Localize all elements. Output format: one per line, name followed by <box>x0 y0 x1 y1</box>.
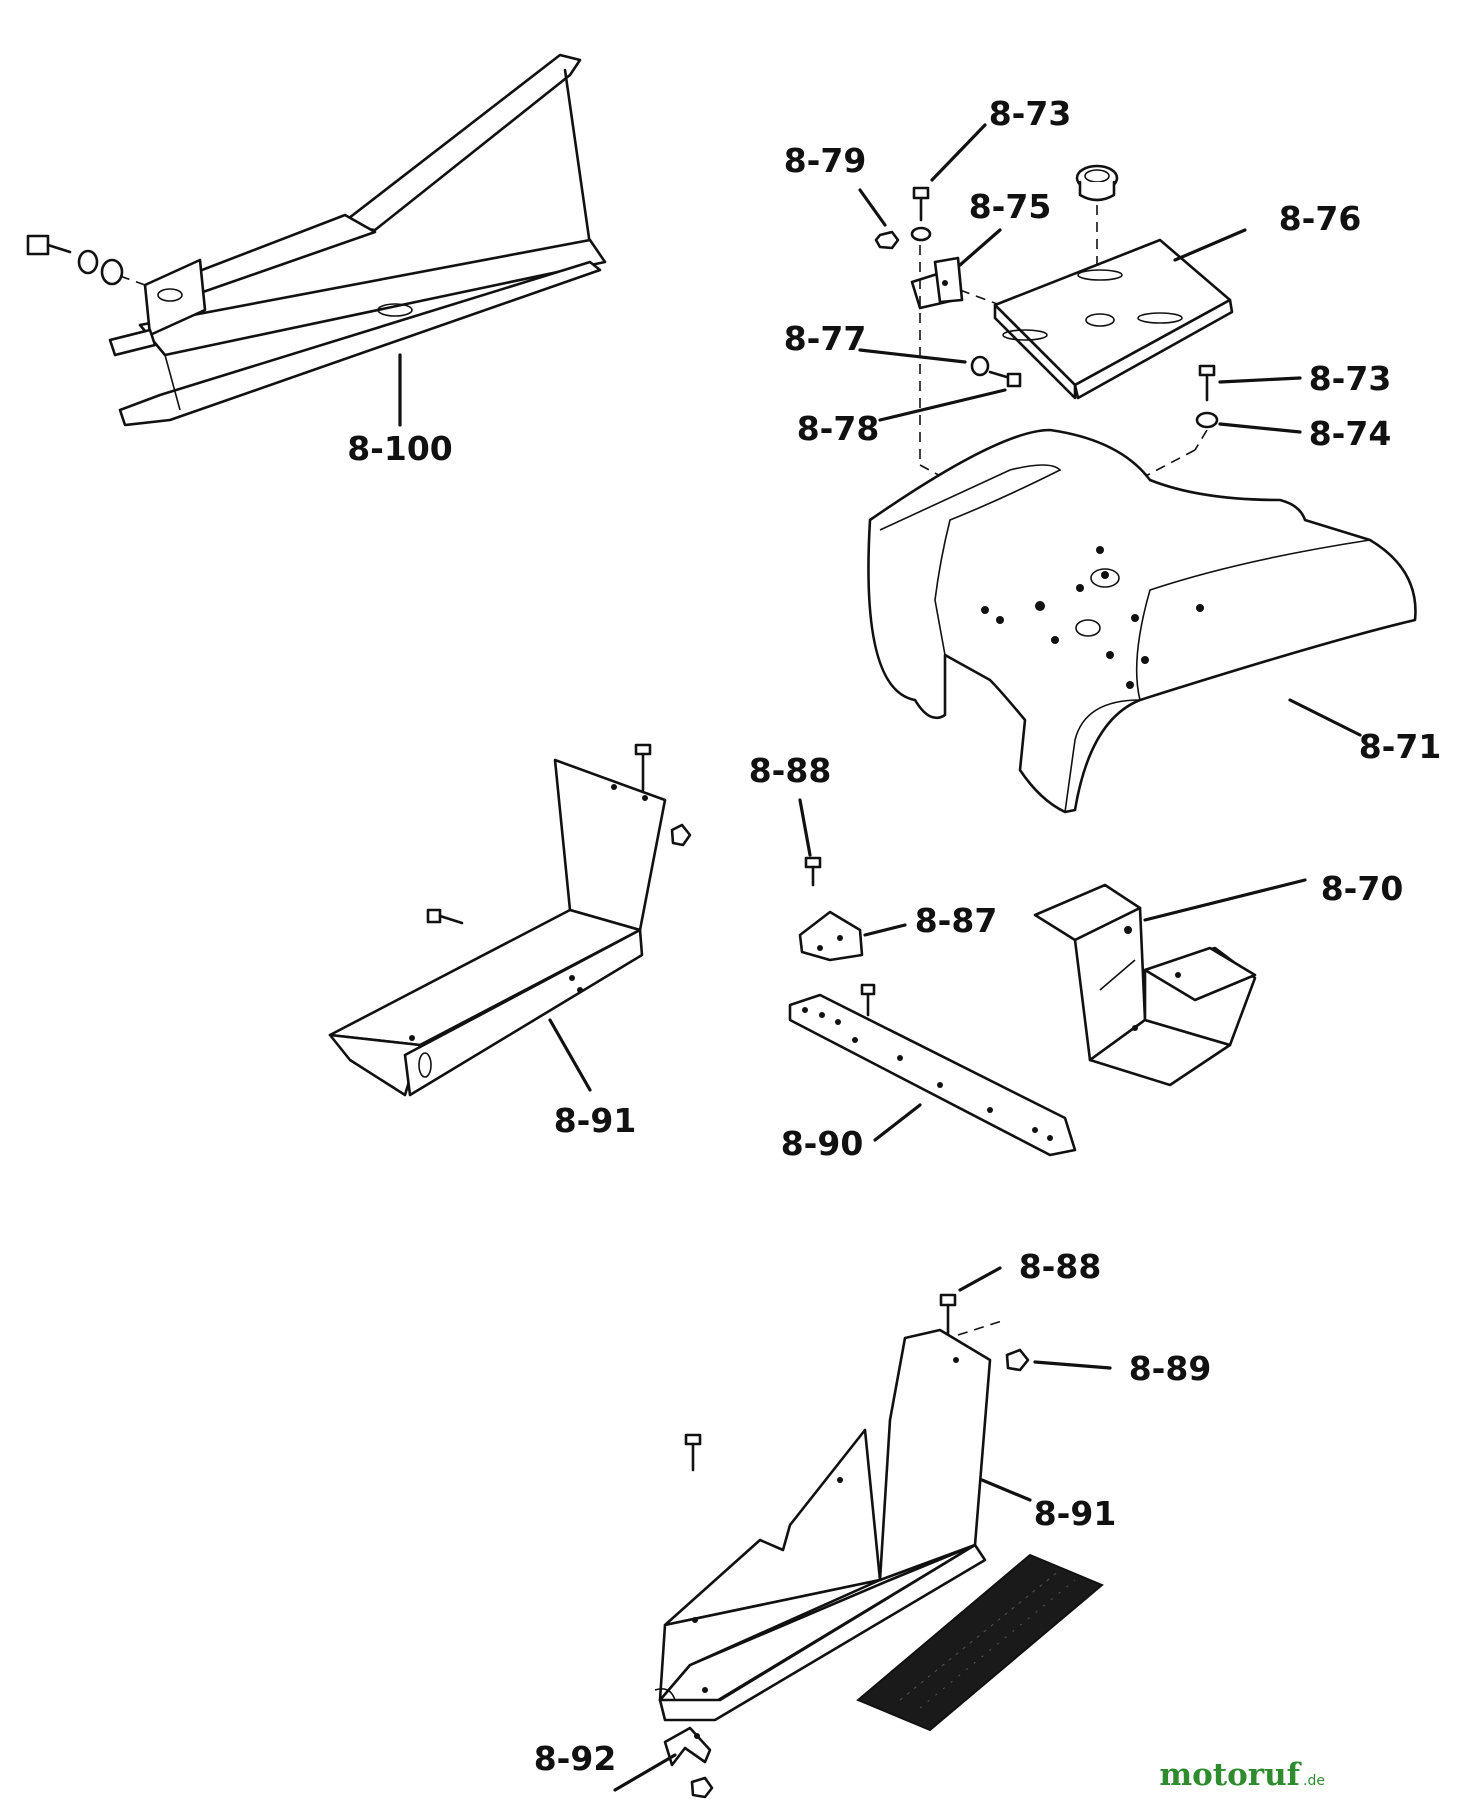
label-8-70: 8-70 <box>1321 869 1404 908</box>
label-8-78: 8-78 <box>797 409 880 448</box>
watermark-brand: motoruf <box>1159 1757 1301 1793</box>
label-8-88-upper: 8-88 <box>749 751 832 790</box>
label-8-87: 8-87 <box>915 901 998 940</box>
bolt-8-88-lower <box>939 1293 1006 1337</box>
fender-8-71 <box>867 428 1417 814</box>
label-8-73-upper: 8-73 <box>989 94 1072 133</box>
label-8-79: 8-79 <box>784 141 867 180</box>
bar-8-90 <box>788 983 1077 1157</box>
part-8-100-frame <box>26 53 607 427</box>
washer-8-74 <box>1195 411 1219 429</box>
clamp-8-87 <box>798 910 864 962</box>
nut-8-79 <box>874 230 900 250</box>
footrest-8-91-lower <box>654 1328 992 1722</box>
label-8-91-lower: 8-91 <box>1034 1494 1117 1533</box>
label-8-91-upper: 8-91 <box>554 1101 637 1140</box>
plate-8-76 <box>993 238 1234 400</box>
watermark-suffix: .de <box>1303 1773 1325 1789</box>
label-8-89: 8-89 <box>1129 1349 1212 1388</box>
label-8-73-right: 8-73 <box>1309 359 1392 398</box>
label-8-100: 8-100 <box>347 429 453 468</box>
bracket-8-75 <box>910 256 1001 310</box>
label-8-71: 8-71 <box>1359 727 1442 766</box>
bolt-8-73-right <box>1198 364 1216 402</box>
bolt-8-88-upper <box>804 856 822 887</box>
label-8-74: 8-74 <box>1309 414 1392 453</box>
label-8-75: 8-75 <box>969 187 1052 226</box>
footrest-8-91-upper <box>328 743 692 1097</box>
bracket-8-70 <box>1033 883 1257 1087</box>
bolt-8-78 <box>988 370 1022 388</box>
label-8-77: 8-77 <box>784 319 867 358</box>
nut-8-89 <box>1005 1348 1030 1372</box>
washer-8-77 <box>970 355 990 377</box>
rubber-mat <box>856 1553 1104 1732</box>
label-8-88-lower: 8-88 <box>1019 1247 1102 1286</box>
bolt-8-73-upper <box>910 186 932 242</box>
label-8-92: 8-92 <box>534 1739 617 1778</box>
label-8-90: 8-90 <box>781 1124 864 1163</box>
watermark-logo: motoruf .de <box>1159 1757 1325 1793</box>
label-8-76: 8-76 <box>1279 199 1362 238</box>
clamp-8-92 <box>663 1726 714 1799</box>
